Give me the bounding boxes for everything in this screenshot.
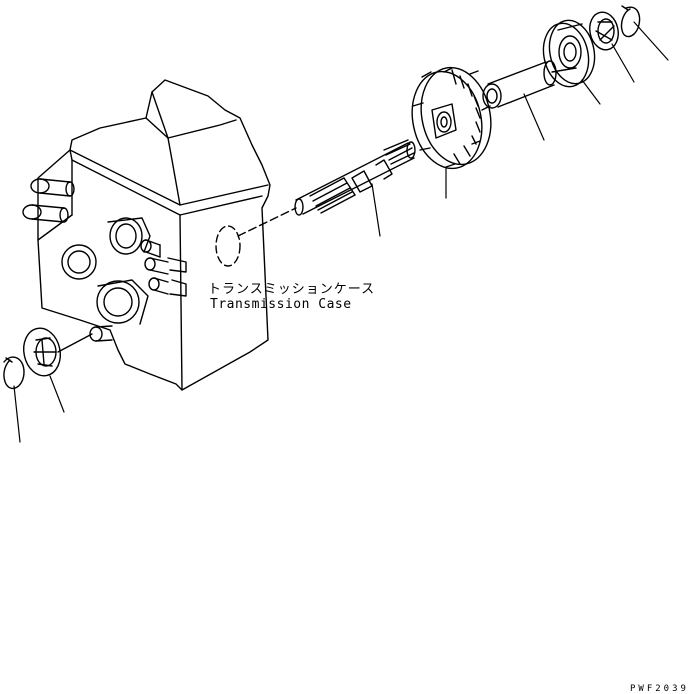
leader-bearing-lower <box>49 375 65 413</box>
sleeve-spacer <box>482 60 557 109</box>
case-label-english: Transmission Case <box>210 297 352 312</box>
case-stub-1 <box>140 239 161 258</box>
case-hidden-bore <box>215 225 241 267</box>
case-stub-3 <box>148 277 169 295</box>
case-bore-left <box>61 244 97 280</box>
case-stub-2 <box>144 257 169 275</box>
leader-bearing-upper <box>581 79 601 105</box>
leader-seal-upper <box>611 43 635 83</box>
case-boss-lower <box>22 204 69 223</box>
transmission-case <box>22 79 271 391</box>
leader-snap-ring-lower <box>13 385 21 443</box>
leader-sleeve <box>523 93 545 141</box>
lower-axis-line <box>57 333 93 353</box>
drawing-code: PWF2039 <box>630 684 689 694</box>
seal-upper <box>589 11 619 51</box>
bearing-upper <box>542 19 596 88</box>
case-label-japanese: トランスミッションケース <box>208 282 376 297</box>
bearing-lower <box>22 327 93 377</box>
leader-lines <box>13 21 669 443</box>
case-bore-upper <box>107 217 151 255</box>
shaft-axis-line <box>237 207 297 237</box>
case-bore-lower <box>96 279 149 325</box>
snap-ring-lower <box>3 356 25 390</box>
large-gear <box>411 66 492 170</box>
output-shaft <box>237 139 416 237</box>
snap-ring-upper <box>620 5 641 38</box>
case-boss-upper <box>30 178 75 197</box>
leader-snap-ring-upper <box>633 21 669 61</box>
leader-shaft <box>371 183 381 237</box>
